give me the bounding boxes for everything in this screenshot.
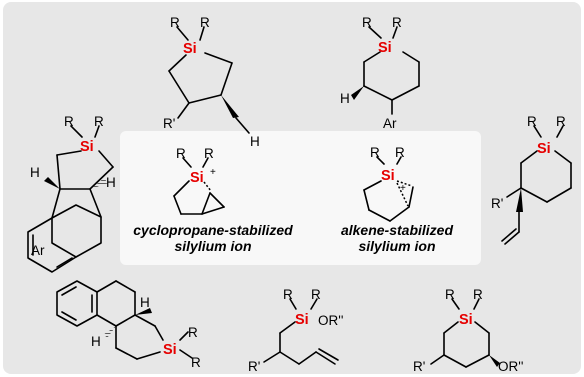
- silicon-atom: Si: [80, 139, 94, 155]
- molecule-acyclic-silyl-ether: R R Si OR'' R': [248, 287, 343, 374]
- caption-cyclopropane-line1: cyclopropane-stabilized: [133, 222, 293, 238]
- label-r: R: [283, 287, 293, 302]
- silicon-atom: Si: [295, 312, 309, 328]
- label-r: R: [556, 114, 566, 129]
- molecule-silolane: R R Si R' H: [163, 15, 260, 149]
- label-r: R: [200, 15, 210, 30]
- molecule-fused-tricyclic: R R Si H H Ar: [27, 114, 116, 273]
- caption-alkene-line2: silylium ion: [358, 238, 435, 254]
- label-r: R: [392, 15, 402, 30]
- caption-alkene-line1: alkene-stabilized: [341, 222, 453, 238]
- molecule-silinane-allyl: R R Si R': [491, 114, 572, 245]
- label-or2: OR'': [498, 359, 523, 374]
- label-r: R: [176, 146, 186, 161]
- molecule-silinane-ether: R R Si R' OR'': [413, 287, 523, 374]
- label-or2: OR'': [318, 313, 343, 328]
- label-r: R: [170, 15, 180, 30]
- molecule-alkene-silylium: R R Si + alkene-stabilized silylium ion: [341, 145, 453, 254]
- silicon-atom: Si: [381, 168, 395, 184]
- label-r-prime: R': [413, 359, 425, 374]
- label-h: H: [250, 134, 260, 149]
- silicon-atom: Si: [190, 170, 204, 186]
- label-h-prime: H: [91, 334, 101, 349]
- caption-cyclopropane-line2: silylium ion: [174, 238, 251, 254]
- label-h: H: [340, 91, 350, 106]
- label-r: R: [204, 146, 214, 161]
- label-r: R: [188, 325, 198, 340]
- silicon-atom: Si: [537, 141, 551, 157]
- molecule-sila-phenanthrene: H H Si R R: [56, 280, 201, 370]
- molecule-silinane-aryl: R R Si H Ar: [340, 15, 420, 131]
- label-r: R: [311, 287, 321, 302]
- label-h: H: [30, 165, 40, 180]
- label-h: H: [140, 295, 150, 310]
- label-r-prime: R': [248, 359, 260, 374]
- molecule-cyclopropane-silylium: R R Si + cyclopropane-stabilized silyliu…: [133, 146, 293, 254]
- label-r: R: [64, 114, 74, 129]
- label-r-prime: R': [163, 116, 175, 131]
- label-r: R: [362, 15, 372, 30]
- positive-charge: +: [400, 183, 406, 194]
- inner-panel: [120, 131, 481, 265]
- silicon-atom: Si: [459, 312, 473, 328]
- silicon-atom: Si: [163, 342, 177, 358]
- label-h: H: [106, 175, 116, 190]
- label-r: R: [473, 287, 483, 302]
- label-ar: Ar: [383, 116, 397, 131]
- positive-charge: +: [210, 167, 216, 178]
- silicon-atom: Si: [378, 40, 392, 56]
- label-ar: Ar: [31, 243, 45, 258]
- label-r: R: [191, 355, 201, 370]
- label-r: R: [445, 287, 455, 302]
- silicon-atom: Si: [183, 41, 197, 57]
- label-r: R: [395, 145, 405, 160]
- label-r: R: [94, 114, 104, 129]
- label-r: R: [527, 114, 537, 129]
- label-r: R: [370, 145, 380, 160]
- label-r-prime: R': [491, 196, 503, 211]
